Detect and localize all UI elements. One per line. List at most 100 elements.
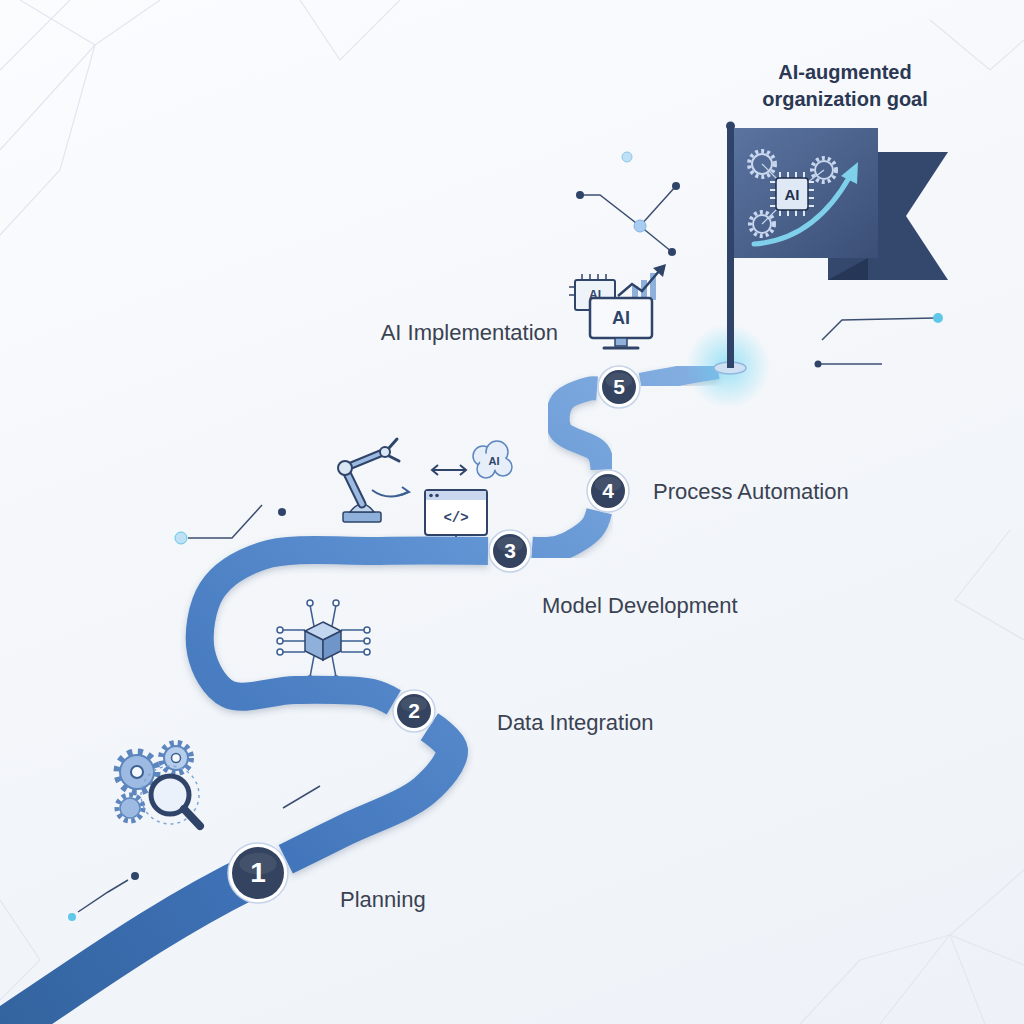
goal-flag: AI-augmented organization goal [718, 120, 950, 380]
trend-arrow [618, 270, 660, 296]
code-symbol: </> [443, 510, 468, 526]
circuit-dot [815, 361, 822, 368]
cube-icon [323, 631, 341, 660]
gear-icon [120, 755, 154, 789]
monitor-text: AI [589, 288, 601, 302]
circuit-line [283, 786, 320, 808]
gear-hub [172, 754, 181, 763]
background-facet [20, 0, 95, 45]
step-circle-ring [598, 366, 640, 408]
circuit-dot [668, 248, 676, 256]
step-circle: 2Data Integration [392, 689, 436, 733]
road-start [0, 873, 258, 1024]
chip-pin [779, 210, 781, 216]
monitor-text: AI [612, 308, 630, 328]
step-number: 1 [227, 842, 289, 904]
step-circle: 5AI Implementation [597, 365, 641, 409]
chip-text: AI [785, 186, 800, 203]
step-label: Planning [340, 887, 580, 913]
flow-arrow [372, 490, 408, 497]
cube-icon [305, 631, 323, 660]
step-label: Model Development [542, 593, 802, 619]
circuit-dot [175, 532, 187, 544]
step-label: AI Implementation [348, 320, 558, 346]
circuit-dot [278, 508, 286, 516]
background-facet [0, 45, 95, 235]
step-circle-ring [587, 470, 629, 512]
circuit-line [580, 186, 676, 226]
network-dot [277, 649, 283, 655]
network-dot [364, 649, 370, 655]
chip-pin [779, 172, 781, 178]
chip-pin [808, 189, 814, 191]
network-line [282, 651, 305, 653]
network-line [282, 629, 305, 631]
step-label: Data Integration [497, 710, 737, 736]
circuit-line [78, 880, 128, 912]
chip-pin [795, 172, 797, 178]
road-segment [200, 550, 488, 702]
swap-arrow [432, 469, 466, 471]
flow-arrow [401, 487, 409, 495]
chip-pin [770, 205, 776, 207]
gear-icon [120, 798, 140, 818]
step-circle: 4Process Automation [586, 469, 630, 513]
brain-icon [480, 452, 506, 470]
network-line [310, 656, 314, 677]
background-facet [0, 0, 70, 70]
step-circle-ring [393, 690, 435, 732]
road-segment [558, 388, 603, 469]
robot-joint [338, 461, 352, 475]
network-line [341, 640, 365, 642]
background-facet [955, 530, 1024, 640]
network-dot [364, 638, 370, 644]
road-segment [286, 727, 452, 860]
circuit-dot [131, 872, 139, 880]
step-number: 2 [392, 689, 436, 733]
step-label: Process Automation [653, 479, 913, 505]
gear-hub [131, 766, 143, 778]
step-circle: 1Planning [227, 842, 289, 904]
pole-cap [726, 122, 735, 131]
network-dot [277, 638, 283, 644]
background-facet [950, 870, 1024, 1024]
step-circle-ring [489, 530, 531, 572]
flag-shape [718, 120, 950, 380]
code-window [425, 490, 487, 535]
circuit-line [188, 505, 262, 538]
network-dot [277, 627, 283, 633]
chip-pin [808, 205, 814, 207]
network-line [310, 605, 314, 626]
network-line [341, 629, 365, 631]
gear-icon [161, 743, 191, 773]
chip-pin [803, 210, 805, 216]
step-circle-ring [228, 843, 288, 903]
circuit-dot [933, 313, 943, 323]
road-segment [532, 511, 599, 550]
flag-pole [727, 126, 734, 368]
gear-icon [117, 795, 143, 821]
circuit-dot [622, 152, 632, 162]
growth-arrow [841, 162, 858, 184]
chip-pin [803, 172, 805, 178]
trend-arrow [653, 264, 666, 277]
window-dot [435, 494, 439, 498]
circuit-dot [672, 182, 680, 190]
chip-pin [770, 197, 776, 199]
flag-banner [734, 128, 878, 258]
chip-pin [787, 210, 789, 216]
step-number: 3 [488, 529, 532, 573]
magnifier-handle [184, 809, 200, 826]
window-dot [429, 494, 433, 498]
chip-pin [808, 181, 814, 183]
circuit-line [820, 363, 882, 365]
flag-fold [828, 258, 868, 280]
robot-gripper [389, 439, 399, 461]
chip-pin [808, 197, 814, 199]
code-window-bar [426, 491, 486, 500]
brain-text: AI [489, 455, 500, 468]
chip-icon [776, 178, 808, 210]
step-circle: 3Model Development [488, 529, 532, 573]
swap-arrow [432, 465, 466, 475]
